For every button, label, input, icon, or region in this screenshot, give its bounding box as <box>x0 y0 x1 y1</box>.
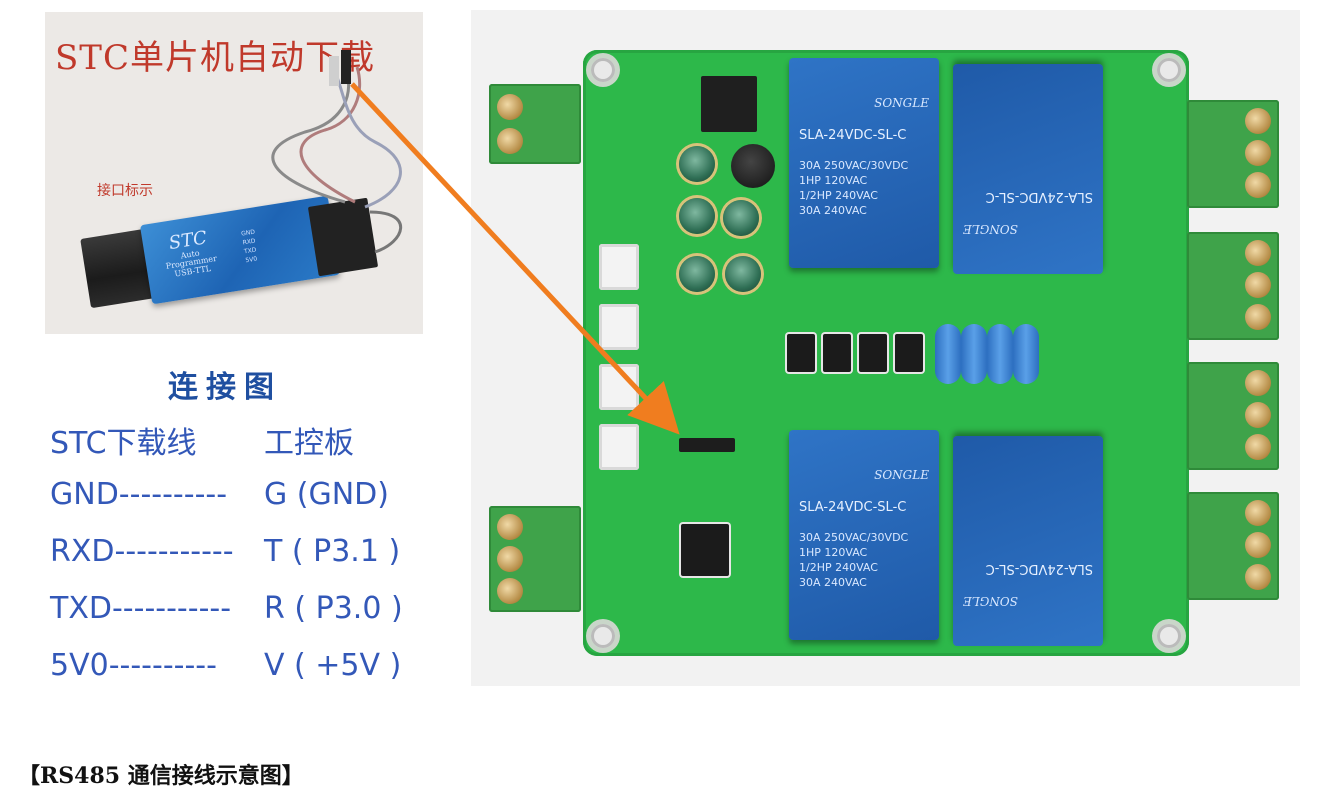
relay-spec: 30A 250VAC/30VDC <box>799 159 909 172</box>
connection-row: RXD----------- T ( P3.1 ) <box>50 534 400 569</box>
varistor <box>987 324 1013 384</box>
optocoupler <box>895 334 923 372</box>
terminal-screw <box>1245 434 1271 460</box>
jst-connector <box>599 364 639 410</box>
relay-specs: 30A 250VAC/30VDC 1HP 120VAC 1/2HP 240VAC… <box>799 530 929 590</box>
terminal-screw <box>497 578 523 604</box>
relay-brand: SONGLE <box>874 468 929 482</box>
relay-spec: 30A 250VAC/30VDC <box>799 531 909 544</box>
row-left: RXD----------- <box>50 534 234 569</box>
connection-row: GND---------- G (GND) <box>50 477 389 512</box>
section-caption: 【RS485 通信接线示意图】 <box>18 763 304 789</box>
optocoupler <box>787 334 815 372</box>
relay-spec: 1/2HP 240VAC <box>799 189 878 202</box>
optocoupler <box>823 334 851 372</box>
relay-brand: SONGLE <box>963 222 1018 236</box>
header-right: 工控板 <box>264 426 354 461</box>
capacitor <box>679 146 715 182</box>
terminal-block <box>489 84 581 164</box>
mounting-hole <box>591 58 615 82</box>
row-left: 5V0---------- <box>50 648 217 683</box>
terminal-screw <box>1245 304 1271 330</box>
row-right: R ( P3.0 ) <box>264 591 403 626</box>
jst-connector <box>599 304 639 350</box>
terminal-block <box>1187 492 1279 600</box>
mounting-hole <box>591 624 615 648</box>
photo-caption: STC单片机自动下载 <box>55 38 375 78</box>
mounting-hole <box>1157 624 1181 648</box>
varistor <box>1013 324 1039 384</box>
terminal-screw <box>1245 500 1271 526</box>
inductor <box>731 144 775 188</box>
relay-spec: 1HP 120VAC <box>799 546 868 559</box>
jst-connector <box>599 424 639 470</box>
relay: SONGLE SLA-24VDC-SL-C <box>953 64 1103 274</box>
terminal-screw <box>1245 108 1271 134</box>
terminal-screw <box>497 128 523 154</box>
relay-model: SLA-24VDC-SL-C <box>799 128 907 143</box>
row-right: T ( P3.1 ) <box>264 534 401 569</box>
terminal-screw <box>1245 402 1271 428</box>
terminal-screw <box>1245 370 1271 396</box>
optocoupler <box>859 334 887 372</box>
relay-spec: 1HP 120VAC <box>799 174 868 187</box>
connection-row: 5V0---------- V ( +5V ) <box>50 648 401 683</box>
relay-spec: 1/2HP 240VAC <box>799 561 878 574</box>
mounting-hole <box>1157 58 1181 82</box>
relay-spec: 30A 240VAC <box>799 576 867 589</box>
relay: SONGLE SLA-24VDC-SL-C <box>953 436 1103 646</box>
capacitor <box>723 200 759 236</box>
relay-brand: SONGLE <box>874 96 929 110</box>
pcb-board: SONGLE SLA-24VDC-SL-C 30A 250VAC/30VDC 1… <box>583 50 1189 656</box>
row-right: V ( +5V ) <box>264 648 402 683</box>
terminal-screw <box>497 546 523 572</box>
terminal-block <box>1187 232 1279 340</box>
voltage-regulator <box>701 76 757 132</box>
cable-wires <box>271 50 403 254</box>
connection-header: STC下载线 工控板 <box>50 418 354 462</box>
program-header <box>679 438 735 452</box>
row-left: GND---------- <box>50 477 228 512</box>
terminal-screw <box>1245 240 1271 266</box>
connection-row: TXD----------- R ( P3.0 ) <box>50 591 403 626</box>
board-photo: SONGLE SLA-24VDC-SL-C 30A 250VAC/30VDC 1… <box>471 10 1300 686</box>
row-left: TXD----------- <box>50 591 232 626</box>
jst-connector <box>599 244 639 290</box>
relay-model: SLA-24VDC-SL-C <box>985 189 1093 204</box>
relay-model: SLA-24VDC-SL-C <box>985 561 1093 576</box>
header-left: STC下载线 <box>50 426 197 461</box>
relay-model: SLA-24VDC-SL-C <box>799 500 907 515</box>
terminal-block <box>1187 362 1279 470</box>
microcontroller-chip <box>681 524 729 576</box>
terminal-screw <box>1245 140 1271 166</box>
capacitor <box>679 198 715 234</box>
terminal-screw <box>1245 272 1271 298</box>
diagram-title: 连接图 <box>168 370 282 405</box>
terminal-screw <box>1245 532 1271 558</box>
row-right: G (GND) <box>264 477 389 512</box>
capacitor <box>679 256 715 292</box>
terminal-screw <box>497 514 523 540</box>
terminal-block <box>1187 100 1279 208</box>
interface-label: 接口标示 <box>97 183 153 199</box>
terminal-block <box>489 506 581 612</box>
varistor <box>935 324 961 384</box>
relay: SONGLE SLA-24VDC-SL-C 30A 250VAC/30VDC 1… <box>789 430 939 640</box>
varistor <box>961 324 987 384</box>
relay-spec: 30A 240VAC <box>799 204 867 217</box>
terminal-screw <box>497 94 523 120</box>
relay-specs: 30A 250VAC/30VDC 1HP 120VAC 1/2HP 240VAC… <box>799 158 929 218</box>
programmer-photo: STC单片机自动下载 接口标示 STC Auto Programmer USB-… <box>45 12 423 334</box>
terminal-screw <box>1245 172 1271 198</box>
terminal-screw <box>1245 564 1271 590</box>
relay-brand: SONGLE <box>963 594 1018 608</box>
relay: SONGLE SLA-24VDC-SL-C 30A 250VAC/30VDC 1… <box>789 58 939 268</box>
capacitor <box>725 256 761 292</box>
